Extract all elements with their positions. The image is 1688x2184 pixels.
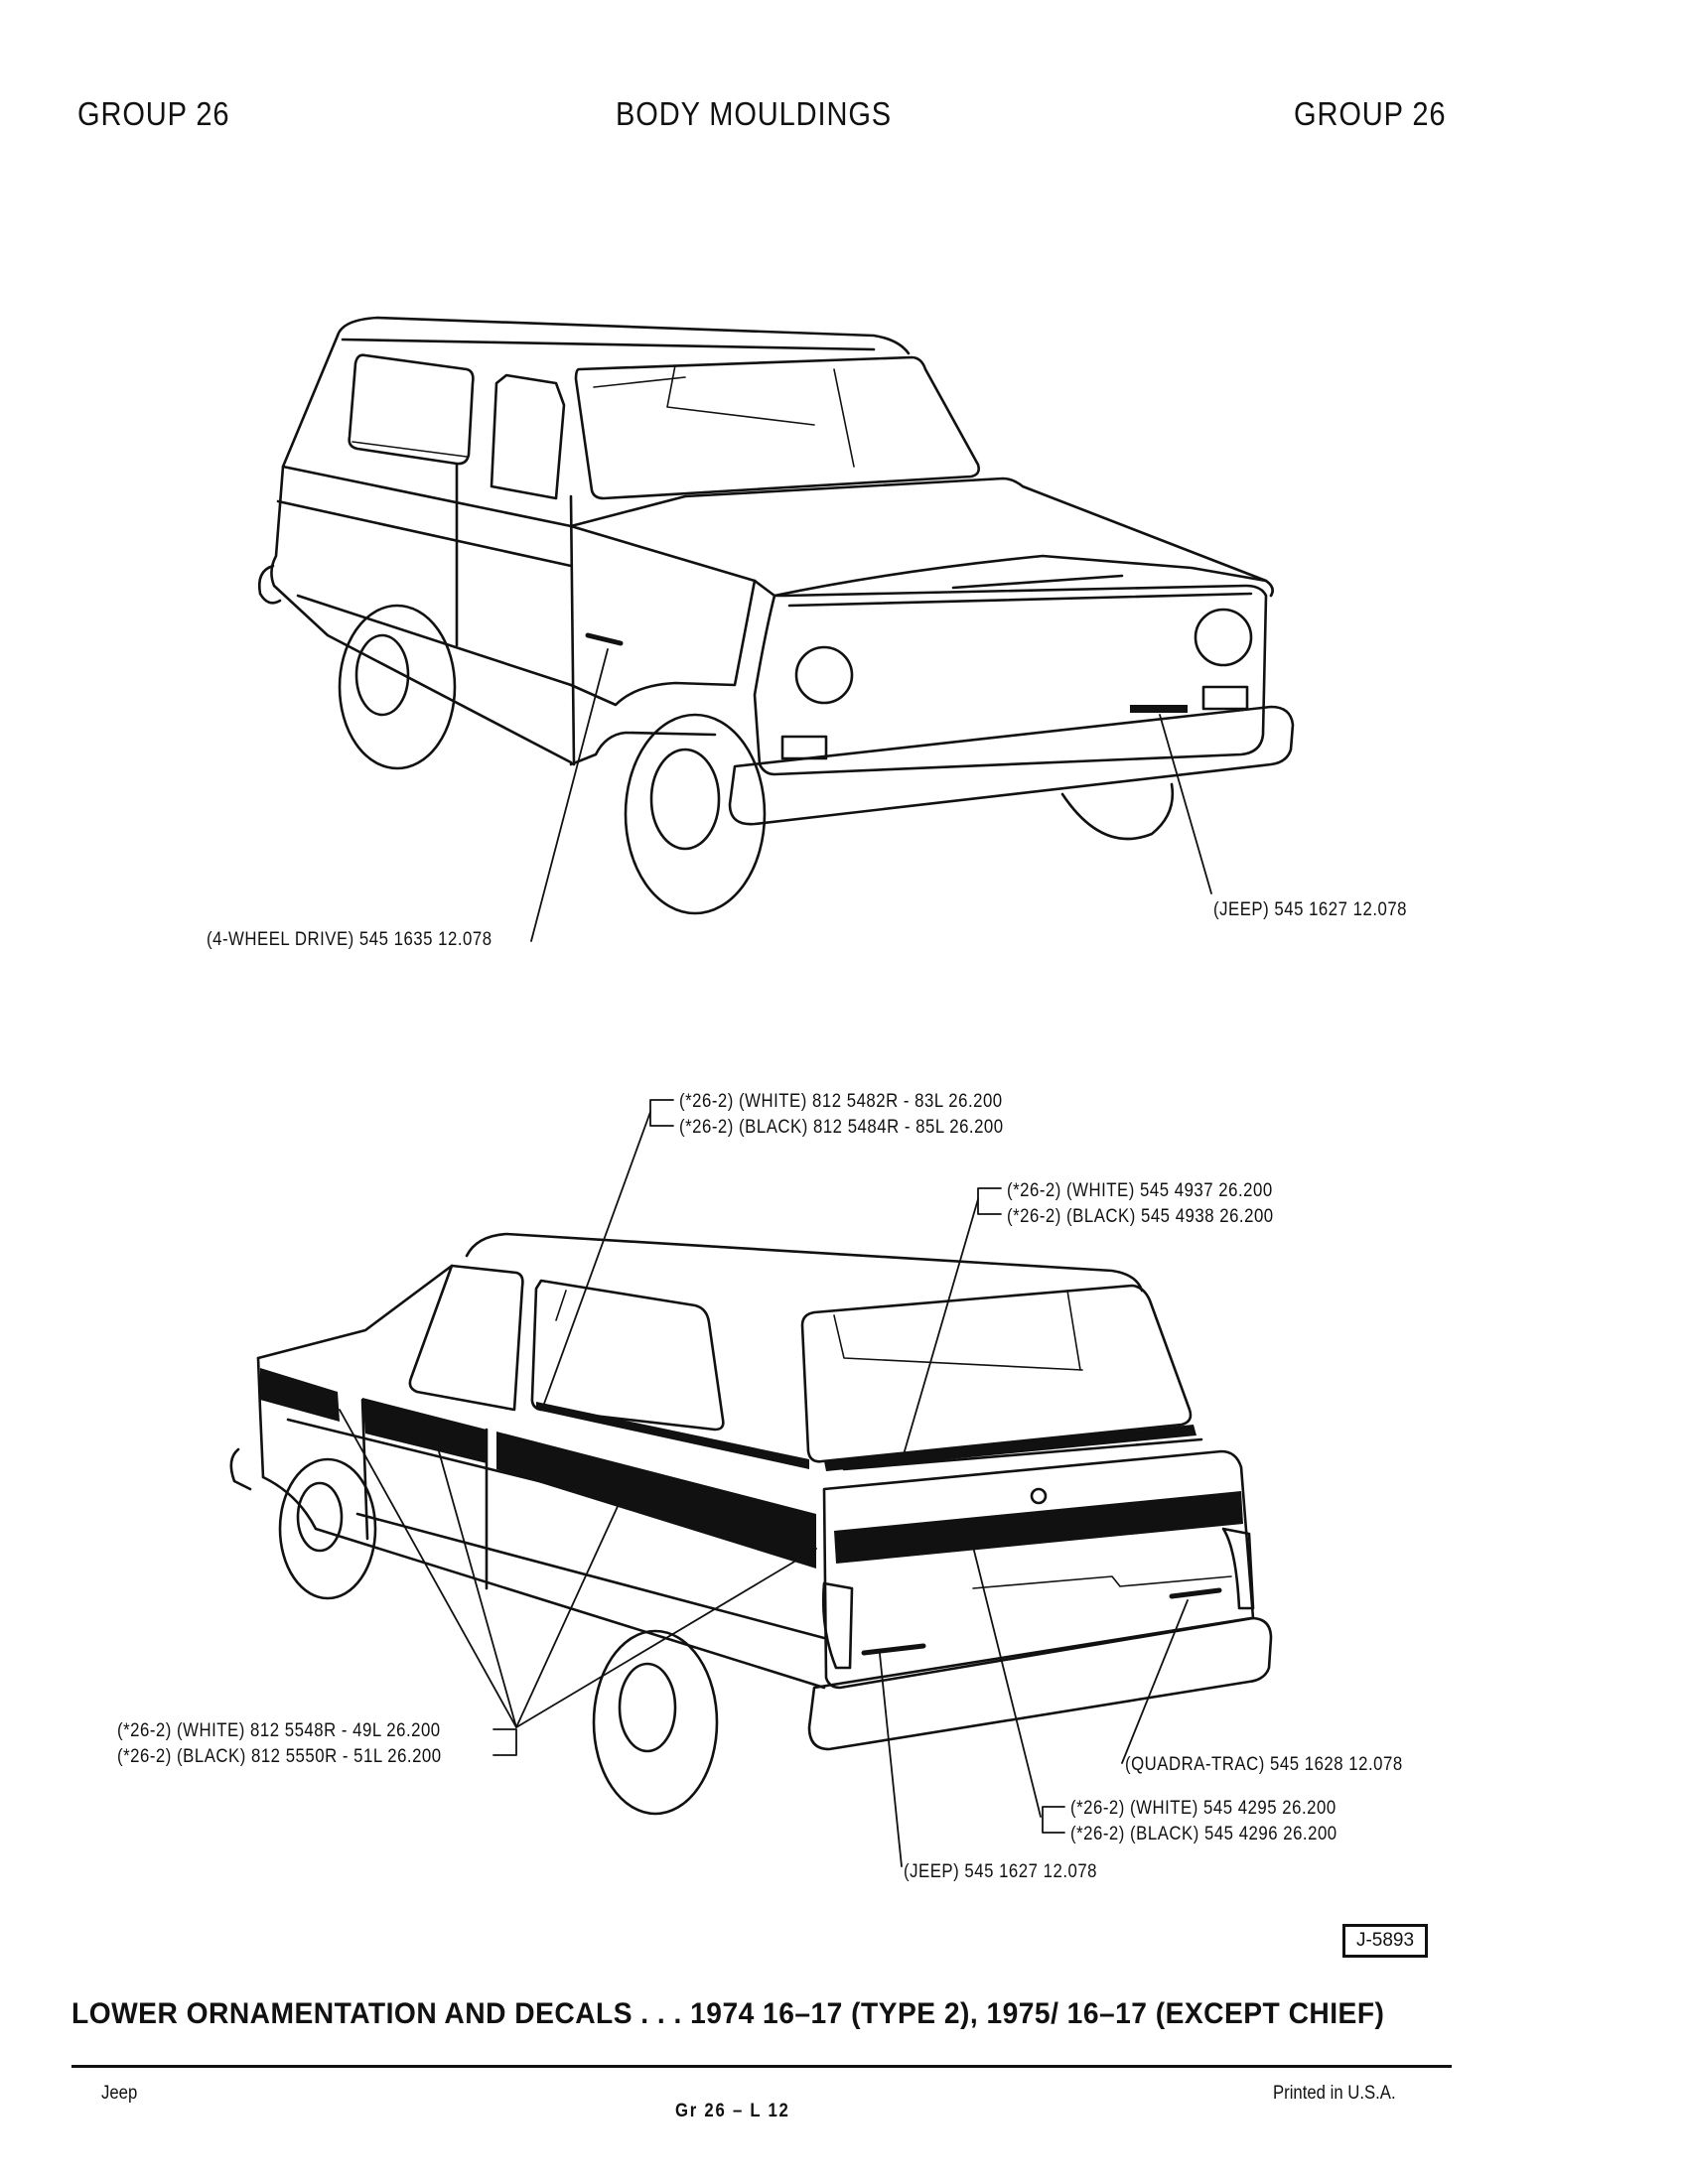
rear-side-window-back bbox=[530, 1279, 725, 1432]
label-jeep-front-emblem: (JEEP) 545 1627 12.078 bbox=[1213, 898, 1408, 920]
front-wheel-bottom bbox=[278, 1457, 377, 1600]
label-roof-white: (*26-2) (WHITE) 812 5482R - 83L 26.200 bbox=[679, 1090, 1003, 1112]
tail-light-right bbox=[1221, 1527, 1255, 1610]
front-fender bbox=[569, 579, 757, 707]
rear-wheel-bottom bbox=[592, 1629, 719, 1816]
leader-jeep-front bbox=[1159, 714, 1212, 894]
label-4wd-emblem: (4-WHEEL DRIVE) 545 1635 12.078 bbox=[207, 928, 492, 950]
label-gate-top-white: (*26-2) (WHITE) 545 4937 26.200 bbox=[1007, 1179, 1273, 1201]
rear-bumper bbox=[807, 1616, 1273, 1751]
side-stripe-door bbox=[362, 1398, 487, 1463]
figure-id: J-5893 bbox=[1342, 1924, 1428, 1958]
footer-brand: Jeep bbox=[101, 2083, 138, 2104]
leader-jeep-rear bbox=[879, 1653, 903, 1867]
windshield bbox=[574, 355, 980, 500]
leader-side-1 bbox=[339, 1409, 517, 1728]
rear-glass bbox=[800, 1284, 1193, 1463]
label-jeep-rear-emblem: (JEEP) 545 1627 12.078 bbox=[904, 1860, 1098, 1882]
figure-caption: LOWER ORNAMENTATION AND DECALS . . . 197… bbox=[71, 1997, 1385, 2030]
gate-top-stripe bbox=[824, 1425, 1196, 1471]
leader-side-4 bbox=[515, 1548, 817, 1728]
rear-body-side bbox=[256, 1264, 454, 1360]
rear-roof bbox=[465, 1232, 1144, 1293]
roof-outline bbox=[336, 316, 911, 355]
rear-vehicle-drawing bbox=[229, 1099, 1273, 1867]
page-title: BODY MOULDINGS bbox=[616, 95, 893, 132]
tailgate-stripe bbox=[834, 1491, 1243, 1564]
label-roof-black: (*26-2) (BLACK) 812 5484R - 85L 26.200 bbox=[679, 1116, 1004, 1138]
grille-panel bbox=[753, 584, 1268, 776]
side-stripe-front bbox=[260, 1368, 340, 1422]
rear-side-window-front bbox=[408, 1264, 524, 1412]
footer-printed: Printed in U.S.A. bbox=[1273, 2083, 1396, 2104]
leader-gate bbox=[970, 1538, 1042, 1818]
leader-quadra bbox=[1121, 1599, 1189, 1764]
rear-jeep-emblem bbox=[861, 1643, 926, 1656]
leader-gate-top bbox=[901, 1198, 979, 1462]
leader-4wd bbox=[530, 648, 609, 942]
parking-light-right bbox=[1201, 685, 1249, 711]
group-heading-left: GROUP 26 bbox=[77, 95, 230, 132]
leader-side-2 bbox=[436, 1443, 517, 1728]
front-bumper bbox=[728, 705, 1295, 826]
footer-page-number: Gr 26 – L 12 bbox=[675, 2101, 790, 2121]
side-window-rear bbox=[348, 353, 475, 466]
leader-roof bbox=[543, 1111, 651, 1405]
headlight-left bbox=[794, 645, 854, 705]
label-quadra-trac: (QUADRA-TRAC) 545 1628 12.078 bbox=[1125, 1753, 1403, 1775]
label-side-black: (*26-2) (BLACK) 812 5550R - 51L 26.200 bbox=[117, 1745, 442, 1767]
label-gate-black: (*26-2) (BLACK) 545 4296 26.200 bbox=[1070, 1823, 1337, 1844]
four-wheel-drive-emblem bbox=[585, 632, 624, 646]
side-body-outline bbox=[270, 334, 573, 764]
front-jeep-emblem bbox=[1130, 705, 1188, 713]
parking-light-left bbox=[780, 735, 828, 760]
quadra-trac-emblem bbox=[1169, 1587, 1222, 1599]
front-wheel bbox=[624, 713, 767, 915]
front-vehicle-drawing bbox=[258, 316, 1295, 942]
footer-rule bbox=[71, 2065, 1452, 2068]
roof-stripe bbox=[536, 1402, 809, 1469]
side-window-front bbox=[490, 373, 566, 500]
hood bbox=[569, 477, 1274, 598]
group-heading-right: GROUP 26 bbox=[1294, 95, 1447, 132]
label-side-white: (*26-2) (WHITE) 812 5548R - 49L 26.200 bbox=[117, 1719, 441, 1741]
label-gate-white: (*26-2) (WHITE) 545 4295 26.200 bbox=[1070, 1797, 1336, 1819]
leader-side-3 bbox=[515, 1488, 627, 1728]
tail-light-left bbox=[821, 1581, 854, 1670]
headlight-right bbox=[1194, 608, 1253, 667]
side-stripe-rear bbox=[496, 1432, 816, 1569]
label-gate-top-black: (*26-2) (BLACK) 545 4938 26.200 bbox=[1007, 1205, 1274, 1227]
rear-wheel bbox=[338, 604, 457, 770]
